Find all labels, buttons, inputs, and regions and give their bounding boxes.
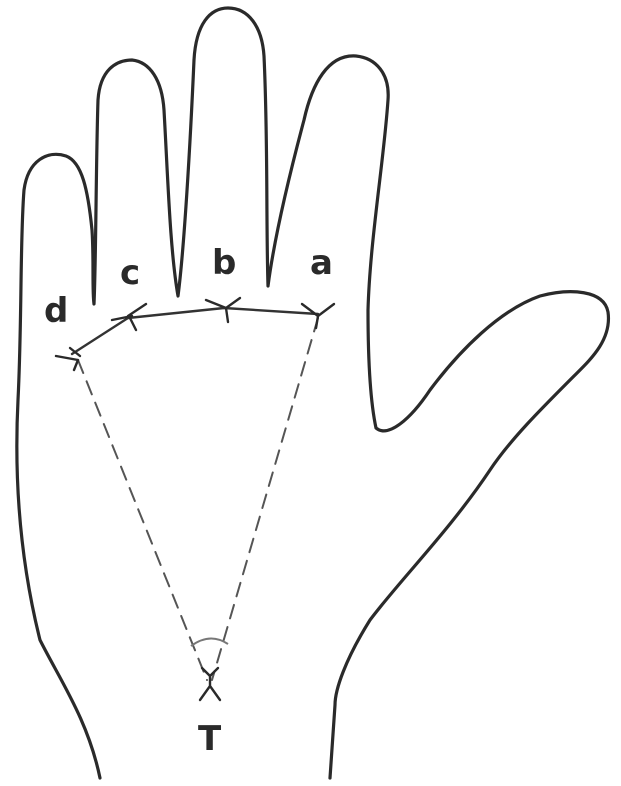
triradius-mark-t xyxy=(200,668,220,700)
label-t: T xyxy=(198,719,222,759)
atd-angle-arc xyxy=(191,638,228,646)
dashed-line-d-t xyxy=(78,360,207,680)
hand-outline xyxy=(17,8,609,778)
triradius-mark-a xyxy=(302,304,334,328)
label-c: c xyxy=(120,253,140,293)
label-a: a xyxy=(310,243,333,283)
label-d: d xyxy=(44,291,68,331)
dashed-line-a-t xyxy=(212,318,318,680)
triradii-line xyxy=(72,308,318,354)
label-b: b xyxy=(212,243,236,283)
